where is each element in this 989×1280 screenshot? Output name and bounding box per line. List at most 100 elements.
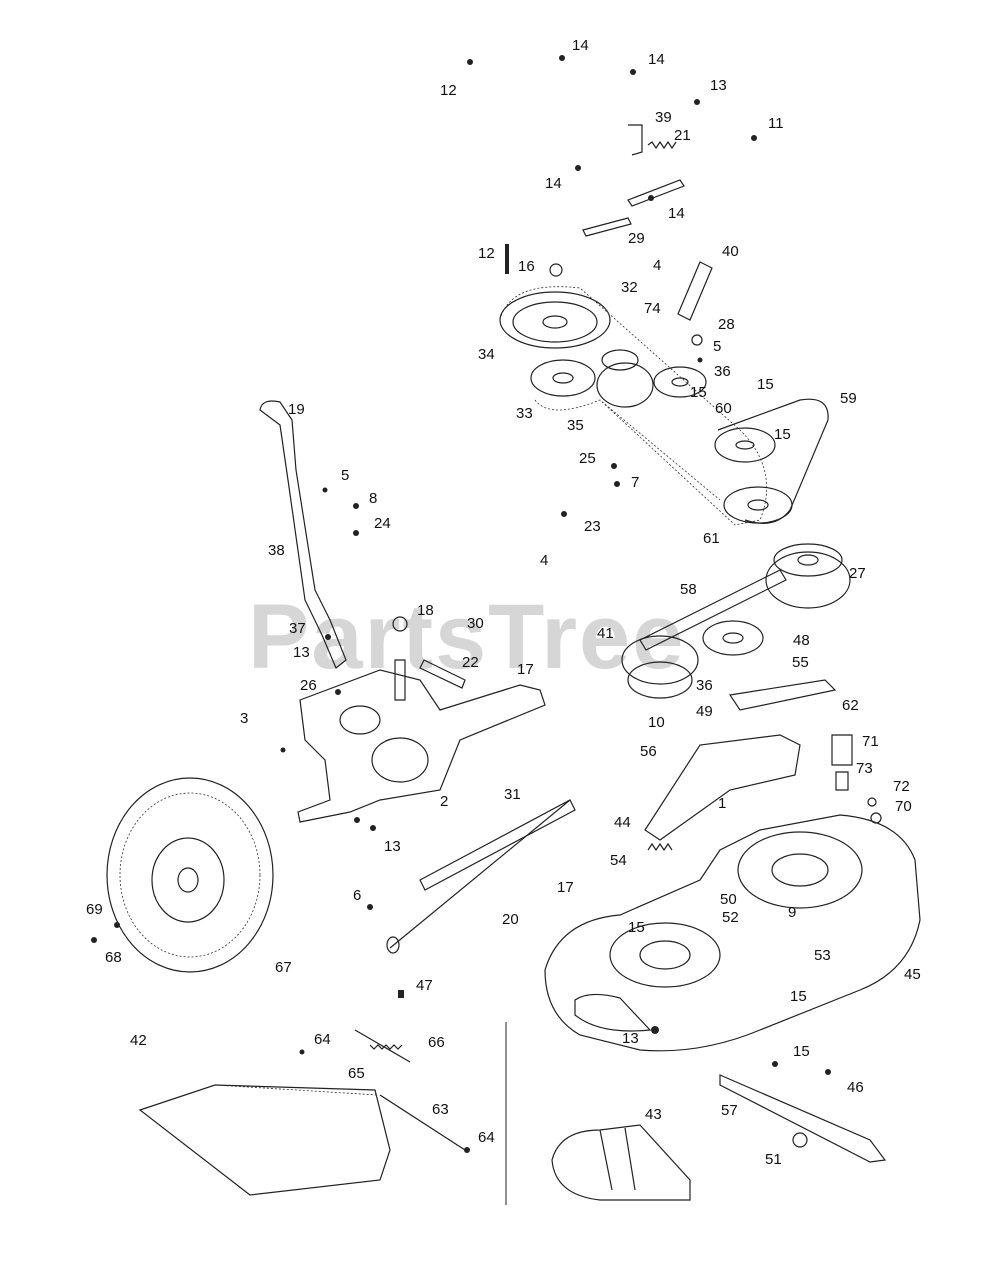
spring-21[interactable] (628, 124, 677, 156)
callout-49: 49 (696, 703, 713, 720)
callout-13-d: 13 (622, 1030, 639, 1047)
callout-15-b: 15 (690, 384, 707, 401)
callout-13-a: 13 (710, 77, 727, 94)
callout-15-a: 15 (757, 376, 774, 393)
callout-36-a: 36 (714, 363, 731, 380)
callout-66: 66 (428, 1034, 445, 1051)
callout-4-b: 4 (540, 552, 548, 569)
callout-9: 9 (788, 904, 796, 921)
callout-64-a: 64 (314, 1031, 331, 1048)
callout-63: 63 (432, 1101, 449, 1118)
rod-29[interactable] (582, 179, 685, 237)
callout-24: 24 (374, 515, 391, 532)
idler-pulley-36-upper[interactable] (653, 366, 707, 398)
callout-67: 67 (275, 959, 292, 976)
callout-48: 48 (793, 632, 810, 649)
callout-13-c: 13 (384, 838, 401, 855)
callout-15-d: 15 (628, 919, 645, 936)
callout-23: 23 (584, 518, 601, 535)
callout-14-d: 14 (668, 205, 685, 222)
callout-44: 44 (614, 814, 631, 831)
callout-28: 28 (718, 316, 735, 333)
callout-19: 19 (288, 401, 305, 418)
callout-60: 60 (715, 400, 732, 417)
wheel-67[interactable] (106, 777, 274, 973)
callout-41: 41 (597, 625, 614, 642)
callout-6: 6 (353, 887, 361, 904)
drive-belt-58[interactable] (639, 569, 787, 651)
callout-38: 38 (268, 542, 285, 559)
callout-34: 34 (478, 346, 495, 363)
bracket-22[interactable] (419, 659, 466, 689)
callout-57: 57 (721, 1102, 738, 1119)
transmission-2[interactable] (297, 659, 546, 823)
callout-43: 43 (645, 1106, 662, 1123)
belt-upper (499, 286, 768, 526)
callout-1: 1 (718, 795, 726, 812)
spring-54[interactable] (647, 842, 673, 852)
spindle-71[interactable] (831, 734, 853, 791)
callout-40: 40 (722, 243, 739, 260)
callout-30: 30 (467, 615, 484, 632)
callout-35: 35 (567, 417, 584, 434)
callout-65: 65 (348, 1065, 365, 1082)
callout-47: 47 (416, 977, 433, 994)
callout-52: 52 (722, 909, 739, 926)
idler-bracket-40[interactable] (677, 261, 713, 321)
callout-15-e: 15 (790, 988, 807, 1005)
callout-58: 58 (680, 581, 697, 598)
callout-39: 39 (655, 109, 672, 126)
callout-4-a: 4 (653, 257, 661, 274)
mulch-plate-42[interactable] (138, 1084, 466, 1196)
callout-61: 61 (703, 530, 720, 547)
callout-22: 22 (462, 654, 479, 671)
clutch-pulley-41[interactable] (621, 635, 699, 699)
callout-27: 27 (849, 565, 866, 582)
pulley-61[interactable] (723, 486, 793, 524)
callout-59: 59 (840, 390, 857, 407)
callout-16: 16 (518, 258, 535, 275)
callout-33: 33 (516, 405, 533, 422)
callout-3: 3 (240, 710, 248, 727)
mower-deck-45[interactable] (544, 814, 921, 1052)
callout-45: 45 (904, 966, 921, 983)
callout-13-b: 13 (293, 644, 310, 661)
pulley-60[interactable] (714, 427, 776, 463)
callout-labels: 12 14 14 13 39 21 11 14 14 29 12 16 4 40… (86, 37, 921, 1168)
callout-56: 56 (640, 743, 657, 760)
arm-44[interactable] (644, 734, 801, 841)
spring-65[interactable] (354, 1029, 411, 1063)
pulley-27[interactable] (765, 543, 851, 609)
pulley-35[interactable] (596, 349, 654, 408)
callout-14-a: 14 (572, 37, 589, 54)
callout-8: 8 (369, 490, 377, 507)
lift-lever-38[interactable] (259, 400, 347, 669)
bar-20[interactable] (386, 799, 576, 954)
callout-14-c: 14 (545, 175, 562, 192)
callout-37: 37 (289, 620, 306, 637)
callout-2: 2 (440, 793, 448, 810)
idler-pulley-36-lower[interactable] (702, 620, 764, 656)
callout-71: 71 (862, 733, 879, 750)
callout-54: 54 (610, 852, 627, 869)
callout-69: 69 (86, 901, 103, 918)
callout-15-c: 15 (774, 426, 791, 443)
callout-74: 74 (644, 300, 661, 317)
callout-12-b: 12 (478, 245, 495, 262)
hardware-markers (91, 55, 882, 1153)
callout-25: 25 (579, 450, 596, 467)
callout-55: 55 (792, 654, 809, 671)
callout-32: 32 (621, 279, 638, 296)
blade-57[interactable] (719, 1074, 887, 1163)
bracket-62[interactable] (728, 679, 837, 711)
callout-18: 18 (417, 602, 434, 619)
pulley-33[interactable] (530, 359, 596, 397)
deflector-43[interactable] (551, 1124, 691, 1201)
callout-12-a: 12 (440, 82, 457, 99)
callout-73: 73 (856, 760, 873, 777)
callout-70: 70 (895, 798, 912, 815)
callout-11: 11 (768, 115, 784, 132)
callout-64-b: 64 (478, 1129, 495, 1146)
callout-50: 50 (720, 891, 737, 908)
